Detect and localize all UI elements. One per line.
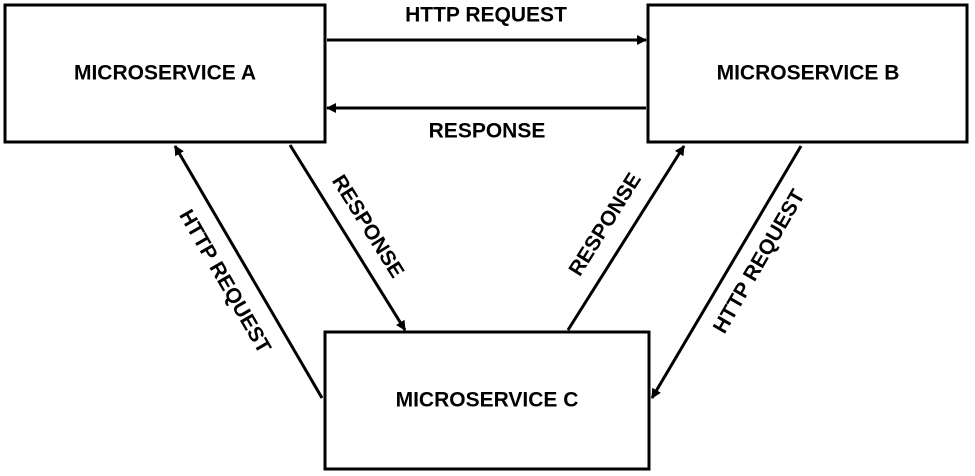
- edge-b-to-c-arrow: [650, 145, 803, 399]
- edge-b-to-a-label: RESPONSE: [429, 120, 546, 143]
- edge-b-to-c: HTTP REQUEST: [650, 145, 810, 399]
- edge-a-to-b: HTTP REQUEST: [327, 4, 647, 45]
- edge-c-to-a: HTTP REQUEST: [173, 145, 324, 399]
- node-microservice-c-label: MICROSERVICE C: [396, 389, 579, 412]
- edge-c-to-a-label: HTTP REQUEST: [174, 206, 275, 358]
- edge-a-to-c: RESPONSE: [288, 144, 408, 331]
- node-microservice-c: MICROSERVICE C: [323, 330, 651, 471]
- edge-c-to-b-arrow: [566, 145, 686, 331]
- node-microservice-a-label: MICROSERVICE A: [74, 62, 256, 85]
- edge-c-to-b: RESPONSE: [565, 145, 686, 331]
- edge-b-to-a: RESPONSE: [326, 103, 646, 143]
- node-microservice-b: MICROSERVICE B: [646, 3, 969, 144]
- edge-a-to-b-label: HTTP REQUEST: [405, 4, 567, 27]
- edge-a-to-c-arrow: [288, 144, 407, 331]
- edge-b-to-c-label: HTTP REQUEST: [709, 186, 810, 338]
- node-microservice-b-label: MICROSERVICE B: [717, 62, 900, 85]
- edge-c-to-a-arrow: [173, 145, 324, 399]
- node-microservice-a: MICROSERVICE A: [3, 3, 327, 144]
